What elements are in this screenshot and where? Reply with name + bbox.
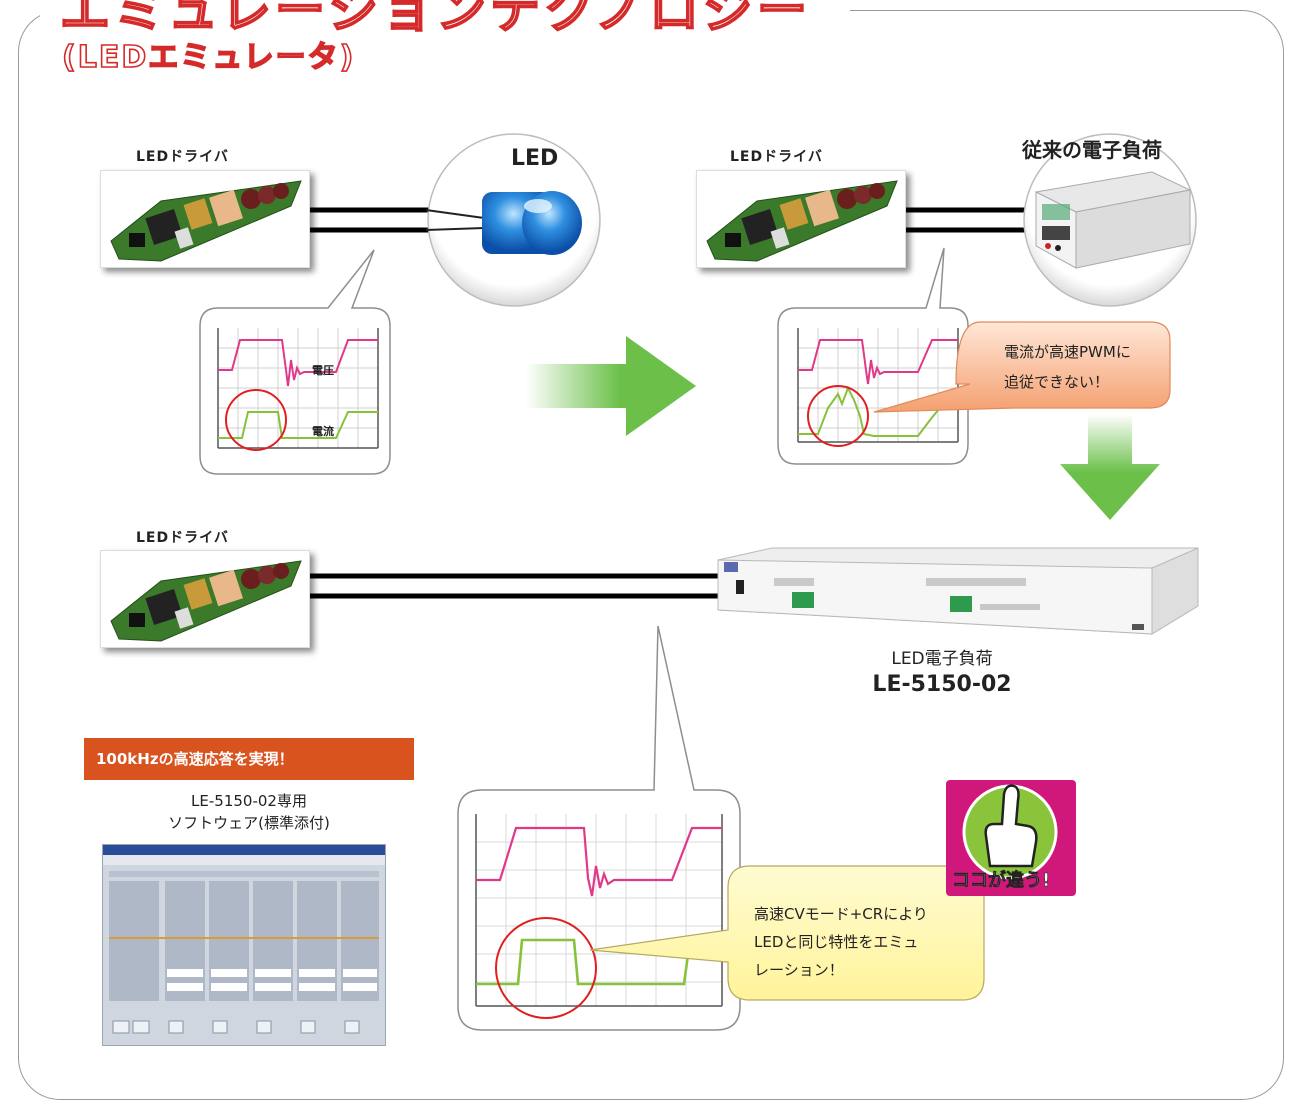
solution-text-2: LEDと同じ特性をエミュ xyxy=(754,933,919,951)
voltage-label-1: 電圧 xyxy=(312,364,334,377)
software-window-graphic xyxy=(103,845,385,1034)
le-5150-02-device xyxy=(717,547,1199,635)
arrow-right xyxy=(526,336,696,436)
problem-text-2: 追従できない！ xyxy=(1004,373,1110,391)
page-title: エミュレーションテクノロジー xyxy=(59,0,811,39)
pcb-icon xyxy=(706,180,898,262)
highlight-circle xyxy=(807,385,869,447)
speed-badge: 100kHzの高速応答を実現！ xyxy=(84,738,414,780)
solution-text-3: レーション！ xyxy=(754,961,844,979)
product-name: LED電子負荷 xyxy=(891,649,993,669)
software-caption-line-2: ソフトウェア(標準添付) xyxy=(168,814,330,832)
led-driver-board-1 xyxy=(100,170,310,268)
driver-label-3: LEDドライバ xyxy=(136,530,229,546)
voltage-trace xyxy=(476,826,722,897)
led-bulb-icon xyxy=(482,191,582,255)
led-driver-board-2 xyxy=(696,170,906,268)
current-trace xyxy=(218,411,378,439)
voltage-trace xyxy=(218,339,378,387)
software-caption: LE-5150-02専用 ソフトウェア(標準添付) xyxy=(84,790,414,834)
current-trace-distorted xyxy=(798,385,959,437)
current-label-1: 電流 xyxy=(312,425,334,438)
waveform-chart-3 xyxy=(475,814,723,1019)
led-circle xyxy=(425,133,601,307)
waveform-chart-1 xyxy=(217,328,379,451)
page-subtitle: (LEDエミュレータ) xyxy=(61,39,356,76)
software-screenshot xyxy=(102,844,386,1046)
waveform-chart-2 xyxy=(797,328,959,447)
problem-bubble xyxy=(873,321,1171,413)
arrow-down xyxy=(1060,414,1160,520)
problem-text-1: 電流が高速PWMに xyxy=(1004,343,1131,361)
highlight-circle xyxy=(495,917,597,1019)
driver-label-1: LEDドライバ xyxy=(136,149,229,165)
led-driver-board-3 xyxy=(100,550,310,648)
callout-1 xyxy=(199,249,391,475)
difference-badge-text: ココが違う! xyxy=(952,870,1051,892)
difference-badge: ココが違う! xyxy=(946,780,1076,896)
callout-3 xyxy=(457,625,741,1031)
driver-label-2: LEDドライバ xyxy=(730,149,823,165)
solution-text-1: 高速CVモード+CRにより xyxy=(754,905,928,923)
title-mask xyxy=(40,0,850,26)
highlight-circle xyxy=(225,389,287,451)
led-label: LED xyxy=(511,146,559,171)
software-caption-line-1: LE-5150-02専用 xyxy=(191,792,307,810)
pointing-hand-icon xyxy=(962,784,1058,880)
pcb-icon xyxy=(110,560,302,642)
conventional-load-circle xyxy=(1023,133,1197,307)
electronic-load-icon xyxy=(1034,171,1192,269)
conventional-load-label: 従来の電子負荷 xyxy=(1022,138,1162,162)
pcb-icon xyxy=(110,180,302,262)
product-model: LE-5150-02 xyxy=(872,672,1012,697)
voltage-trace xyxy=(798,339,958,385)
